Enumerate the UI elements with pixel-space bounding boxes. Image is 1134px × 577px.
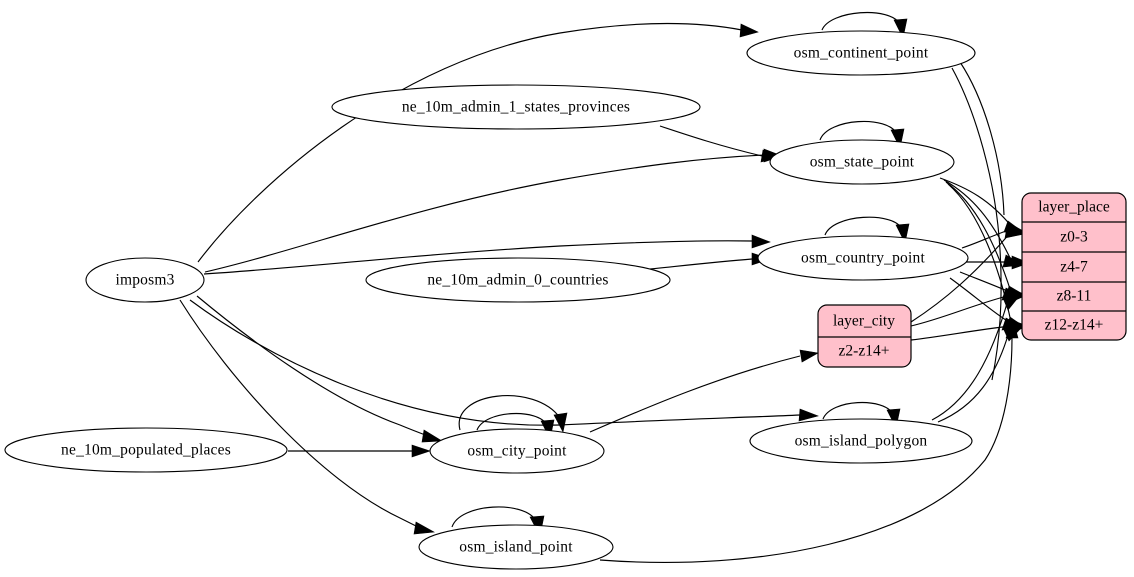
node-osm-city-point[interactable]: osm_city_point [429, 428, 605, 474]
node-imposm3[interactable]: imposm3 [85, 257, 205, 303]
node-ne-10m-admin-0-countries[interactable]: ne_10m_admin_0_countries [365, 257, 671, 303]
edge-imposm3-to-osm-state-point [204, 148, 783, 273]
node-osm-state-point[interactable]: osm_state_point [769, 139, 955, 185]
node-osm-island-polygon-label: osm_island_polygon [795, 433, 928, 450]
edge-imposm3-to-osm-city-point [196, 295, 443, 443]
node-ne-10m-populated-places[interactable]: ne_10m_populated_places [4, 427, 288, 473]
edge-osm-country-point-to-layer-place-z4-7 [965, 255, 1030, 270]
node-osm-continent-point-label: osm_continent_point [794, 45, 929, 62]
record-layer-place-row-z8-11[interactable]: z8-11 [1057, 288, 1092, 305]
node-layer: imposm3 ne_10m_admin_1_states_provinces … [4, 30, 976, 570]
node-osm-island-polygon[interactable]: osm_island_polygon [749, 418, 973, 464]
record-layer-place-row-z0-3[interactable]: z0-3 [1060, 229, 1088, 246]
edge-layer-city-to-layer-place-z0-3 [910, 226, 1026, 323]
node-osm-island-point-label: osm_island_point [459, 539, 573, 556]
node-ne-populated-label: ne_10m_populated_places [61, 442, 231, 459]
edge-ne-states-to-osm-state-point [659, 125, 782, 163]
node-osm-continent-point[interactable]: osm_continent_point [746, 30, 976, 76]
record-layer-city-row-z2-z14[interactable]: z2-z14+ [839, 343, 890, 360]
node-imposm3-label: imposm3 [115, 272, 174, 289]
node-osm-city-point-label: osm_city_point [467, 443, 567, 460]
node-ne-10m-admin-1-states-provinces[interactable]: ne_10m_admin_1_states_provinces [331, 84, 701, 130]
edge-osm-city-point-to-layer-city [589, 349, 819, 433]
node-osm-country-point[interactable]: osm_country_point [757, 235, 969, 281]
edge-imposm3-to-osm-island-polygon [189, 299, 819, 426]
record-layer-city-title: layer_city [833, 313, 895, 330]
edge-ne-countries-to-osm-country-point [639, 252, 771, 271]
record-layer-place-row-z12-z14[interactable]: z12-z14+ [1045, 317, 1104, 334]
node-osm-island-point[interactable]: osm_island_point [418, 524, 614, 570]
record-layer: layer_place z0-3 z4-7 z8-11 z12-z14+ lay… [817, 192, 1127, 368]
self-loop-osm-city-point-outer [458, 395, 568, 433]
record-layer-place-title: layer_place [1038, 199, 1110, 216]
edge-imposm3-to-osm-island-point [179, 299, 435, 535]
record-layer-city[interactable]: layer_city z2-z14+ [817, 304, 912, 368]
node-ne-countries-label: ne_10m_admin_0_countries [427, 272, 608, 289]
record-layer-place-row-z4-7[interactable]: z4-7 [1060, 259, 1088, 276]
node-ne-states-label: ne_10m_admin_1_states_provinces [402, 99, 630, 116]
node-osm-state-point-label: osm_state_point [810, 154, 915, 171]
record-layer-place[interactable]: layer_place z0-3 z4-7 z8-11 z12-z14+ [1021, 192, 1127, 341]
edge-osm-island-point-to-layer-place-z12-z14 [599, 319, 1019, 564]
node-osm-country-point-label: osm_country_point [801, 250, 925, 267]
edge-ne-populated-to-osm-city-point [288, 444, 431, 458]
edge-osm-island-polygon-to-layer-place-z8-11 [931, 293, 1022, 421]
edge-osm-continent-point-to-layer-place-z0-3 [951, 61, 1005, 381]
edge-imposm3-to-osm-continent-point [197, 23, 759, 263]
edge-imposm3-to-osm-country-point [203, 234, 771, 275]
